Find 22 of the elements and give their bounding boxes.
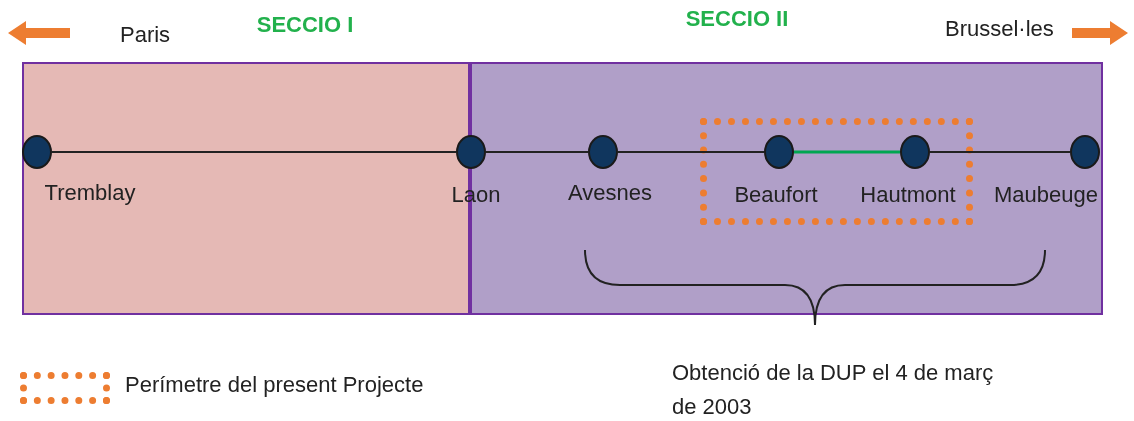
project-perimeter-outline <box>700 118 973 225</box>
station-marker <box>1070 135 1100 169</box>
station-label: Tremblay <box>44 180 136 206</box>
rail-line <box>485 151 589 153</box>
station-marker <box>900 135 930 169</box>
section-title: SECCIO I <box>256 12 354 38</box>
station-label: Avesnes <box>568 180 652 206</box>
station-label: Maubeuge <box>994 182 1098 208</box>
rail-line <box>794 150 900 154</box>
station-label: Hautmont <box>860 182 956 208</box>
station-label: Beaufort <box>734 182 818 208</box>
rail-line <box>617 151 765 153</box>
rail-line <box>929 151 1071 153</box>
direction-label: Paris <box>120 22 171 48</box>
note-text: Obtenció de la DUP el 4 de març de 2003 <box>672 359 995 421</box>
station-marker <box>764 135 794 169</box>
section-title: SECCIO II <box>685 6 789 32</box>
legend-label: Perímetre del present Projecte <box>125 372 424 398</box>
rail-line <box>51 151 457 153</box>
direction-label: Brussel·les <box>945 16 1054 42</box>
station-marker <box>22 135 52 169</box>
station-marker <box>588 135 618 169</box>
